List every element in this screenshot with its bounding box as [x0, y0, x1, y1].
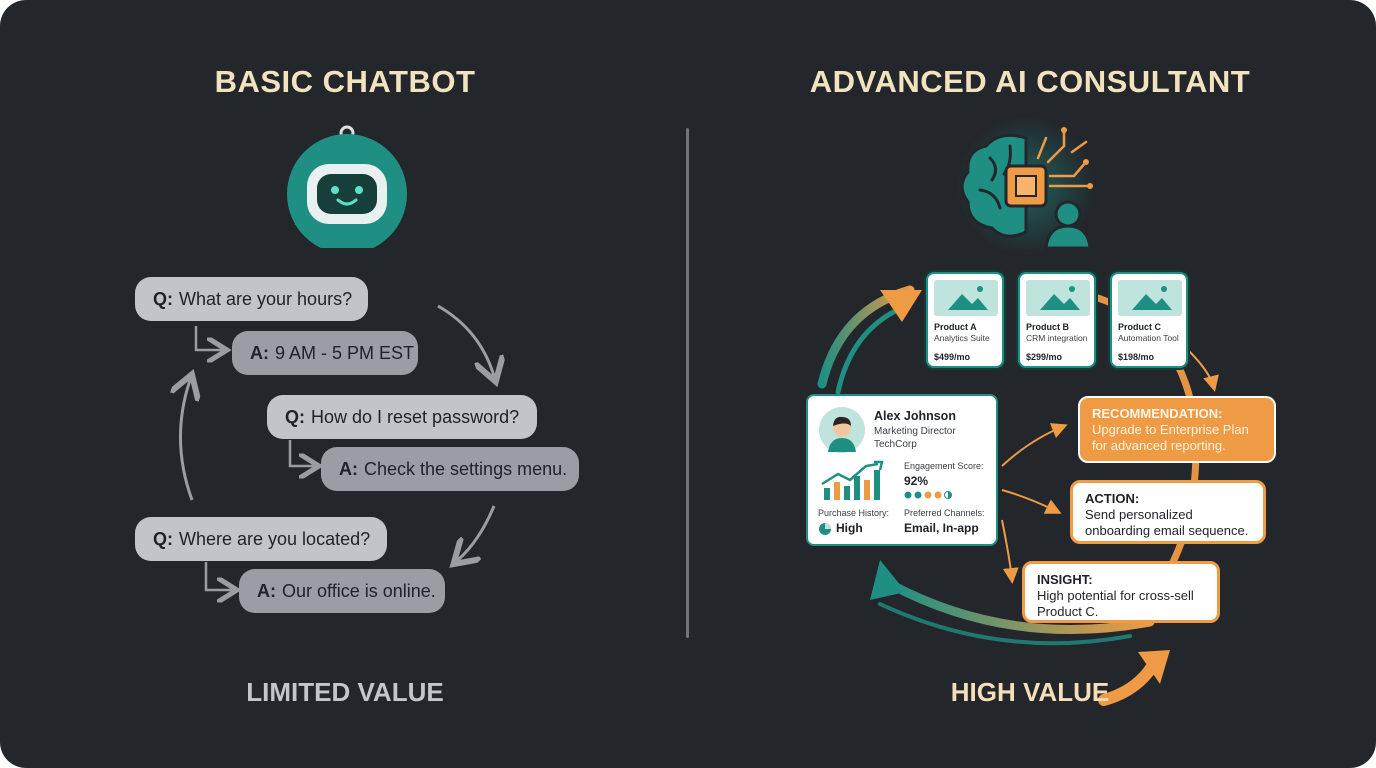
user-icon — [1044, 200, 1092, 250]
product-desc: Automation Tool — [1118, 333, 1179, 343]
right-footer: HIGH VALUE — [950, 677, 1110, 707]
product-price: $299/mo — [1026, 352, 1063, 362]
recommendation-text: Upgrade to Enterprise Plan for advanced … — [1092, 422, 1249, 453]
swirl-arc-bottom — [885, 579, 1155, 635]
answer-bubble-3: A:Our office is online. — [239, 569, 445, 613]
avatar — [819, 407, 865, 453]
question-bubble-2: Q:How do I reset password? — [267, 395, 537, 439]
recommendation-box[interactable]: RECOMMENDATION: Upgrade to Enterprise Pl… — [1078, 396, 1276, 463]
insight-heading: INSIGHT: — [1037, 572, 1093, 587]
product-name: Product B — [1026, 322, 1070, 332]
recommendation-heading: RECOMMENDATION: — [1092, 406, 1223, 421]
q-to-a-connector-1 — [194, 326, 222, 350]
preferred-channels-label: Preferred Channels: — [904, 508, 985, 518]
product-name: Product A — [934, 322, 977, 332]
center-divider — [686, 128, 689, 638]
connector-recommendation — [1001, 423, 1068, 467]
preferred-channels-value: Email, In-app — [904, 521, 979, 535]
question-bubble-1: Q:What are your hours? — [135, 277, 368, 321]
product-price: $499/mo — [934, 352, 971, 362]
image-placeholder-icon — [934, 280, 998, 316]
engagement-dots — [904, 491, 952, 499]
engagement-value: 92% — [904, 474, 929, 488]
purchase-history-label: Purchase History: — [818, 508, 890, 518]
product-desc: Analytics Suite — [934, 333, 990, 343]
left-title: BASIC CHATBOT — [214, 64, 476, 99]
product-desc: CRM integration — [1026, 333, 1088, 343]
product-card-c[interactable]: Product C Automation Tool $198/mo — [1110, 272, 1188, 368]
insight-box[interactable]: INSIGHT: High potential for cross-sell P… — [1022, 561, 1220, 623]
pie-icon — [819, 523, 831, 535]
cycle-arrow-left — [180, 380, 192, 501]
action-text: Send personalized onboarding email seque… — [1085, 507, 1249, 538]
answer-bubble-2: A:Check the settings menu. — [321, 447, 579, 491]
robot-chat-icon — [287, 125, 407, 248]
action-box[interactable]: ACTION: Send personalized onboarding ema… — [1070, 480, 1266, 544]
brain-chip-icon — [956, 116, 1096, 256]
customer-profile-card[interactable]: Alex Johnson Marketing Director TechCorp… — [806, 394, 998, 546]
product-price: $198/mo — [1118, 352, 1155, 362]
q-to-a-connector-3 — [204, 562, 232, 590]
profile-company: TechCorp — [874, 439, 917, 450]
image-placeholder-icon — [1118, 280, 1182, 316]
swirl-arrow-head-top — [880, 290, 922, 322]
purchase-history-value: High — [836, 521, 863, 535]
question-bubble-3: Q:Where are you located? — [135, 517, 387, 561]
product-card-a[interactable]: Product A Analytics Suite $499/mo — [926, 272, 1004, 368]
q-to-a-connector-2 — [288, 440, 314, 466]
insight-text: High potential for cross-sell Product C. — [1037, 588, 1194, 619]
connector-insight — [1001, 519, 1019, 584]
product-card-b[interactable]: Product B CRM integration $299/mo — [1018, 272, 1096, 368]
cycle-arrow-top-right — [437, 304, 494, 376]
answer-bubble-1: A:9 AM - 5 PM EST — [232, 331, 418, 375]
product-name: Product C — [1118, 322, 1162, 332]
image-placeholder-icon — [1026, 280, 1090, 316]
profile-role: Marketing Director — [874, 426, 956, 437]
cycle-arrow-right — [458, 505, 496, 560]
engagement-label: Engagement Score: — [904, 461, 984, 471]
swirl-arrow-head-bottom — [870, 560, 906, 600]
profile-name: Alex Johnson — [874, 409, 956, 423]
connector-action — [1001, 489, 1062, 514]
left-footer: LIMITED VALUE — [246, 677, 444, 707]
growth-chart-icon — [821, 460, 884, 500]
action-heading: ACTION: — [1085, 491, 1140, 506]
right-title: ADVANCED AI CONSULTANT — [809, 64, 1251, 99]
